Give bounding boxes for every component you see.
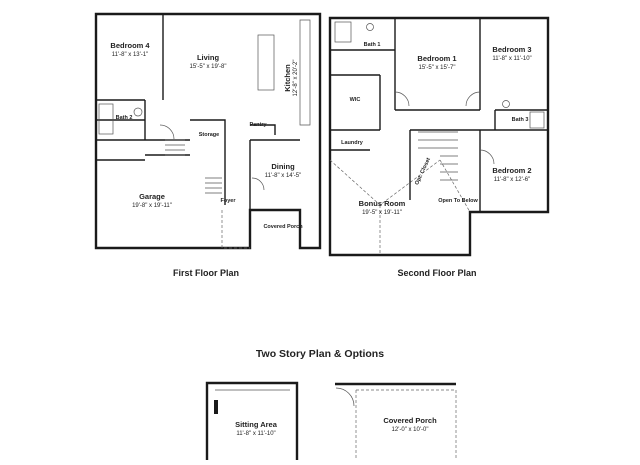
first-floor-stairs [165,139,222,194]
foyer-label: Foyer [221,198,237,204]
first-floor-caption: First Floor Plan [173,268,239,278]
bath3-toilet [502,100,510,108]
options-heading: Two Story Plan & Options [256,348,384,360]
second-floor-caption: Second Floor Plan [397,268,476,278]
sitting-area-dim: 11'-8" x 11'-10" [236,431,275,437]
bath1-label: Bath 1 [364,42,381,48]
bath3-label: Bath 3 [512,117,529,123]
roof-lines [329,159,471,255]
bedroom3-dim: 11'-8" x 11'-10" [492,56,531,62]
bedroom2-label: Bedroom 2 [492,166,531,175]
bedroom2-door-swing [479,149,495,165]
bath1-toilet [366,23,374,31]
laundry-label: Laundry [341,140,364,146]
bedroom1-door-swing [394,91,410,107]
garage-dim: 19'-8" x 19'-11" [132,203,172,209]
kitchen-counter [299,19,311,126]
covered-porch-option-door-swing [335,387,355,407]
bath2-tub [98,103,114,135]
plan-options: Two Story Plan & Options Sitting Area 11… [205,348,457,460]
living-label: Living [197,53,220,62]
dining-door-swing [251,177,265,191]
bath2-label: Bath 2 [116,115,133,121]
bedroom3-door-swing [465,91,481,107]
garage-door-swing [159,124,175,140]
kitchen-label: Kitchen [283,64,292,92]
bedroom1-label: Bedroom 1 [417,54,456,63]
sitting-area-label: Sitting Area [235,420,278,429]
kitchen-dim: 12'-8" x 20'-2" [293,60,299,97]
covered-porch-option-outline [355,389,457,460]
first-floor-outer-wall [94,12,322,250]
first-floor-plan: Bedroom 4 11'-8" x 13'-1" Living 15'-5" … [94,12,322,278]
covered-porch-option-label: Covered Porch [383,416,437,425]
covered-porch-label: Covered Porch [263,224,303,230]
bedroom3-label: Bedroom 3 [492,45,531,54]
second-floor-interior-walls [330,18,548,212]
bath2-toilet [133,107,143,117]
dining-dim: 11'-8" x 14'-5" [265,173,301,179]
second-floor-plan: Bath 1 Bedroom 1 15'-5" x 15'-7" Bedroom… [328,16,550,278]
bonus-room-label: Bonus Room [359,199,406,208]
bedroom2-dim: 11'-8" x 12'-6" [494,177,530,183]
bonus-room-dim: 19'-5" x 19'-11" [362,210,402,216]
bath3-tub [529,111,545,129]
open-to-below-label: Open To Below [438,198,478,204]
covered-porch-option-dim: 12'-0" x 10'-0" [392,427,429,433]
kitchen-island [257,34,275,91]
wic-label: WIC [350,97,361,103]
opt-closet-label: Opt. Closet [414,157,432,186]
bedroom4-label: Bedroom 4 [110,41,150,50]
second-floor-stairs [418,131,458,181]
garage-label: Garage [139,192,165,201]
sitting-area-walls [205,381,299,460]
pantry-label: Pantry [249,122,267,128]
living-dim: 15'-5" x 19'-8" [190,64,227,70]
dining-label: Dining [271,162,295,171]
sitting-area-post [214,400,218,414]
porch-outline [221,210,250,249]
bedroom4-dim: 11'-8" x 13'-1" [112,52,148,58]
bedroom1-dim: 15'-5" x 15'-7" [419,65,456,71]
bath1-tub [334,21,352,43]
storage-label: Storage [199,132,219,138]
